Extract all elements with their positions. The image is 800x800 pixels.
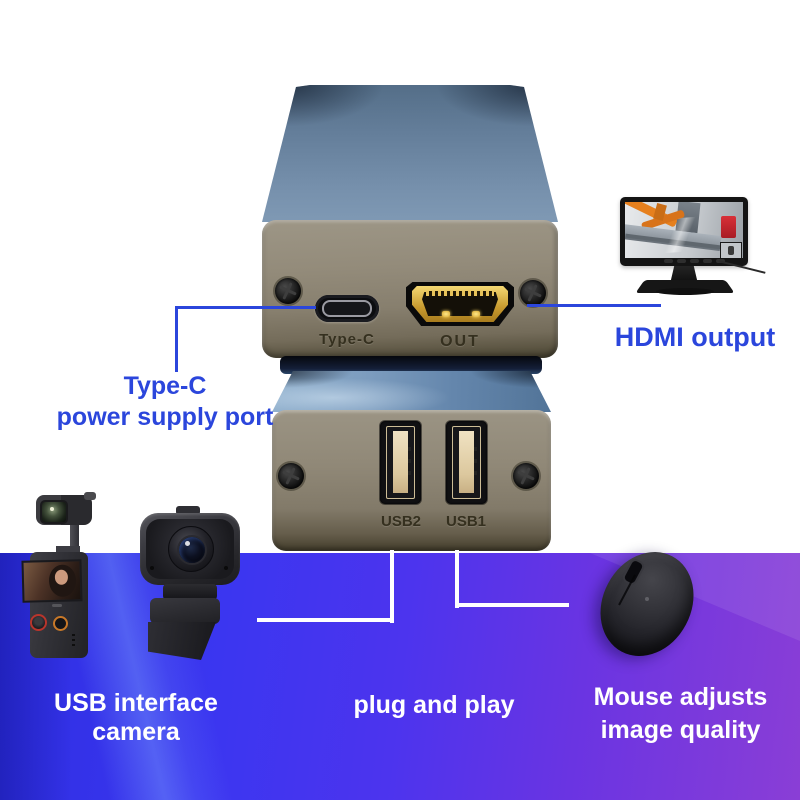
screw-icon	[513, 463, 539, 489]
picture-in-picture	[720, 242, 742, 258]
pip-figure	[728, 246, 734, 255]
monitor-buttons	[664, 259, 725, 263]
usb1-callout-line	[455, 603, 569, 607]
hdmi-port-contact	[472, 311, 480, 317]
type-c-callout-line1: Type-C	[123, 372, 207, 400]
monitor-stand	[670, 266, 698, 284]
caption-plug-and-play: plug and play	[353, 691, 515, 719]
gimbal-screen	[21, 559, 83, 603]
hdmi-callout-line	[527, 304, 661, 307]
hdmi-port-contact	[442, 311, 450, 317]
gimbal-motor	[84, 492, 96, 500]
screw-icon	[278, 463, 304, 489]
monitor-screen	[625, 202, 743, 258]
type-c-port-rim	[322, 300, 372, 317]
welder-box	[721, 216, 736, 238]
usb-port-tongue	[459, 431, 477, 493]
webcam-clip-foot	[148, 622, 216, 660]
webcam-lens-icon	[177, 535, 207, 565]
type-c-callout-text: Type-C power supply port	[40, 371, 290, 433]
top-device-top-face	[262, 85, 558, 222]
webcam-clip	[150, 598, 220, 624]
usb2-port	[380, 421, 421, 504]
gimbal-joystick	[30, 614, 47, 631]
usb2-label: USB2	[380, 513, 421, 530]
webcam-mic-hole	[224, 566, 228, 570]
gimbal-logo	[52, 604, 62, 607]
gimbal-camera-image	[18, 492, 102, 662]
webcam-mic-hole	[150, 566, 154, 570]
usb1-label: USB1	[445, 513, 486, 530]
type-c-callout-line2: power supply port	[56, 403, 274, 431]
usb-port-tongue	[393, 431, 411, 493]
monitor-image	[618, 196, 768, 298]
mouse-led	[645, 597, 649, 601]
caption-mouse-adjusts: Mouse adjusts image quality	[578, 681, 783, 747]
screw-icon	[275, 278, 301, 304]
hdmi-port-pins	[426, 291, 494, 296]
hdmi-port	[406, 282, 514, 326]
gimbal-arm	[56, 546, 80, 555]
screw-icon	[520, 280, 546, 306]
webcam-image	[138, 506, 244, 662]
gimbal-lens-icon	[40, 500, 68, 524]
usb2-callout-line	[390, 550, 394, 623]
bottom-device-back-edge	[280, 356, 542, 374]
caption-mouse-line2: image quality	[600, 716, 761, 744]
type-c-callout-line	[175, 306, 178, 372]
hdmi-port-cavity	[422, 292, 498, 316]
gimbal-arm	[70, 524, 79, 550]
hdmi-out-label: OUT	[440, 333, 480, 350]
bottom-device-top-face	[272, 371, 551, 412]
webcam-hinge	[163, 584, 217, 600]
type-c-port	[315, 295, 379, 322]
webcam-top-tab	[176, 506, 200, 515]
mouse-body	[582, 535, 712, 673]
usb1-port	[446, 421, 487, 504]
usb2-callout-line	[257, 618, 394, 622]
caption-mouse-line1: Mouse adjusts	[593, 683, 768, 711]
hdmi-output-callout-text: HDMI output	[614, 322, 776, 352]
monitor-base	[656, 288, 714, 295]
screen-glare	[641, 215, 719, 255]
mouse-image	[582, 535, 716, 673]
gimbal-vents	[72, 634, 75, 648]
gimbal-record-button	[53, 616, 68, 631]
type-c-port-label: Type-C	[319, 331, 375, 348]
type-c-callout-line	[175, 306, 316, 309]
caption-usb-camera: USB interface camera	[54, 689, 218, 746]
usb1-callout-line	[455, 550, 459, 608]
